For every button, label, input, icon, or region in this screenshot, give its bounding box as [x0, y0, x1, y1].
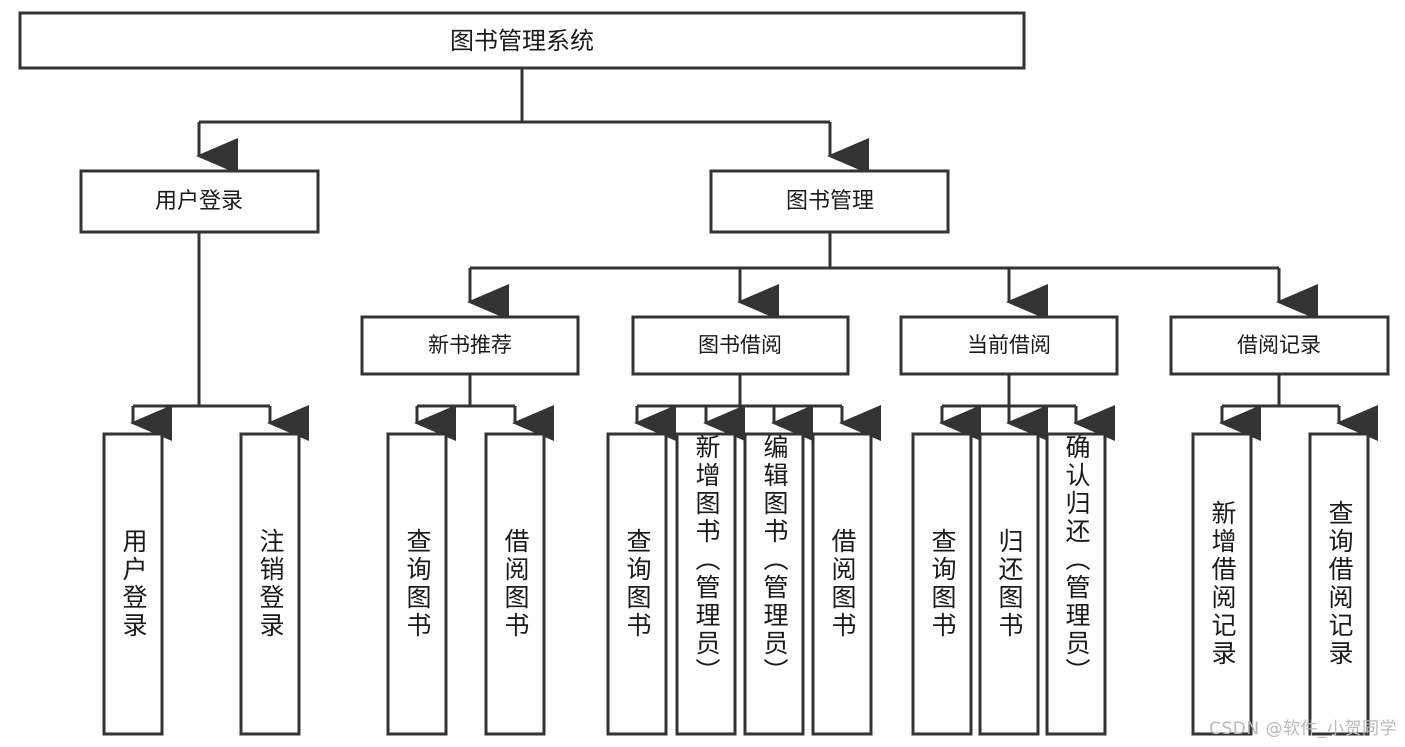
- node-system-title[interactable]: 图书管理系统: [18, 11, 1026, 70]
- node-label-user-login: 用户登录: [155, 189, 243, 214]
- leaf-box-query-book-1[interactable]: [386, 432, 448, 736]
- leaf-box-add-record[interactable]: [1191, 432, 1253, 736]
- node-label-new-book-rec: 新书推荐: [428, 333, 512, 357]
- leaf-box-user-login[interactable]: [102, 432, 164, 736]
- node-book-borrow[interactable]: 图书借阅: [631, 315, 850, 376]
- node-book-manage[interactable]: 图书管理: [709, 169, 950, 234]
- leaf-box-query-book-2[interactable]: [606, 432, 668, 736]
- node-new-book-rec[interactable]: 新书推荐: [360, 315, 580, 376]
- node-label-system-title: 图书管理系统: [450, 27, 594, 55]
- node-label-book-manage: 图书管理: [786, 189, 874, 214]
- leaf-box-logout-login[interactable]: [239, 432, 301, 736]
- leaf-box-borrow-book-1[interactable]: [484, 432, 546, 736]
- node-current-borrow[interactable]: 当前借阅: [899, 315, 1119, 376]
- node-user-login[interactable]: 用户登录: [79, 169, 320, 234]
- leaf-box-query-record[interactable]: [1308, 432, 1370, 736]
- csdn-watermark: CSDN @软件_小贺同学: [1209, 719, 1397, 739]
- node-label-borrow-record: 借阅记录: [1237, 333, 1321, 357]
- leaf-box-borrow-book-2[interactable]: [811, 432, 873, 736]
- leaf-box-add-book[interactable]: [675, 432, 737, 736]
- leaf-box-confirm-return[interactable]: [1045, 432, 1107, 736]
- node-borrow-record[interactable]: 借阅记录: [1169, 315, 1390, 376]
- leaf-box-edit-book[interactable]: [743, 432, 805, 736]
- node-label-current-borrow: 当前借阅: [967, 333, 1051, 357]
- leaf-box-query-book-3[interactable]: [911, 432, 973, 736]
- leaf-box-return-book[interactable]: [978, 432, 1040, 736]
- node-label-book-borrow: 图书借阅: [698, 333, 782, 357]
